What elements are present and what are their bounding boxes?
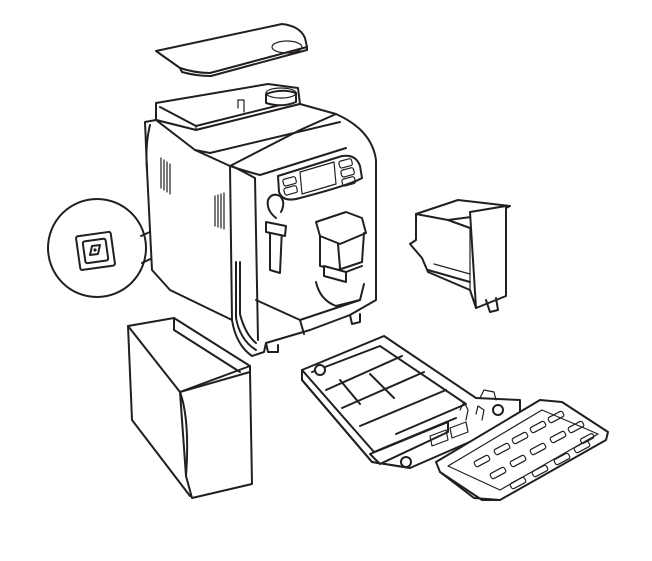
lid-icon — [155, 23, 308, 77]
power-socket-icon — [47, 198, 164, 298]
water-tank-icon — [127, 317, 253, 499]
side-vent-icon — [160, 157, 225, 230]
coffee-machine-icon — [144, 83, 377, 357]
steam-wand-icon — [265, 193, 287, 274]
coffee-spout-icon — [315, 211, 367, 283]
brew-group-icon — [409, 199, 511, 313]
drip-grid-icon — [435, 399, 609, 501]
